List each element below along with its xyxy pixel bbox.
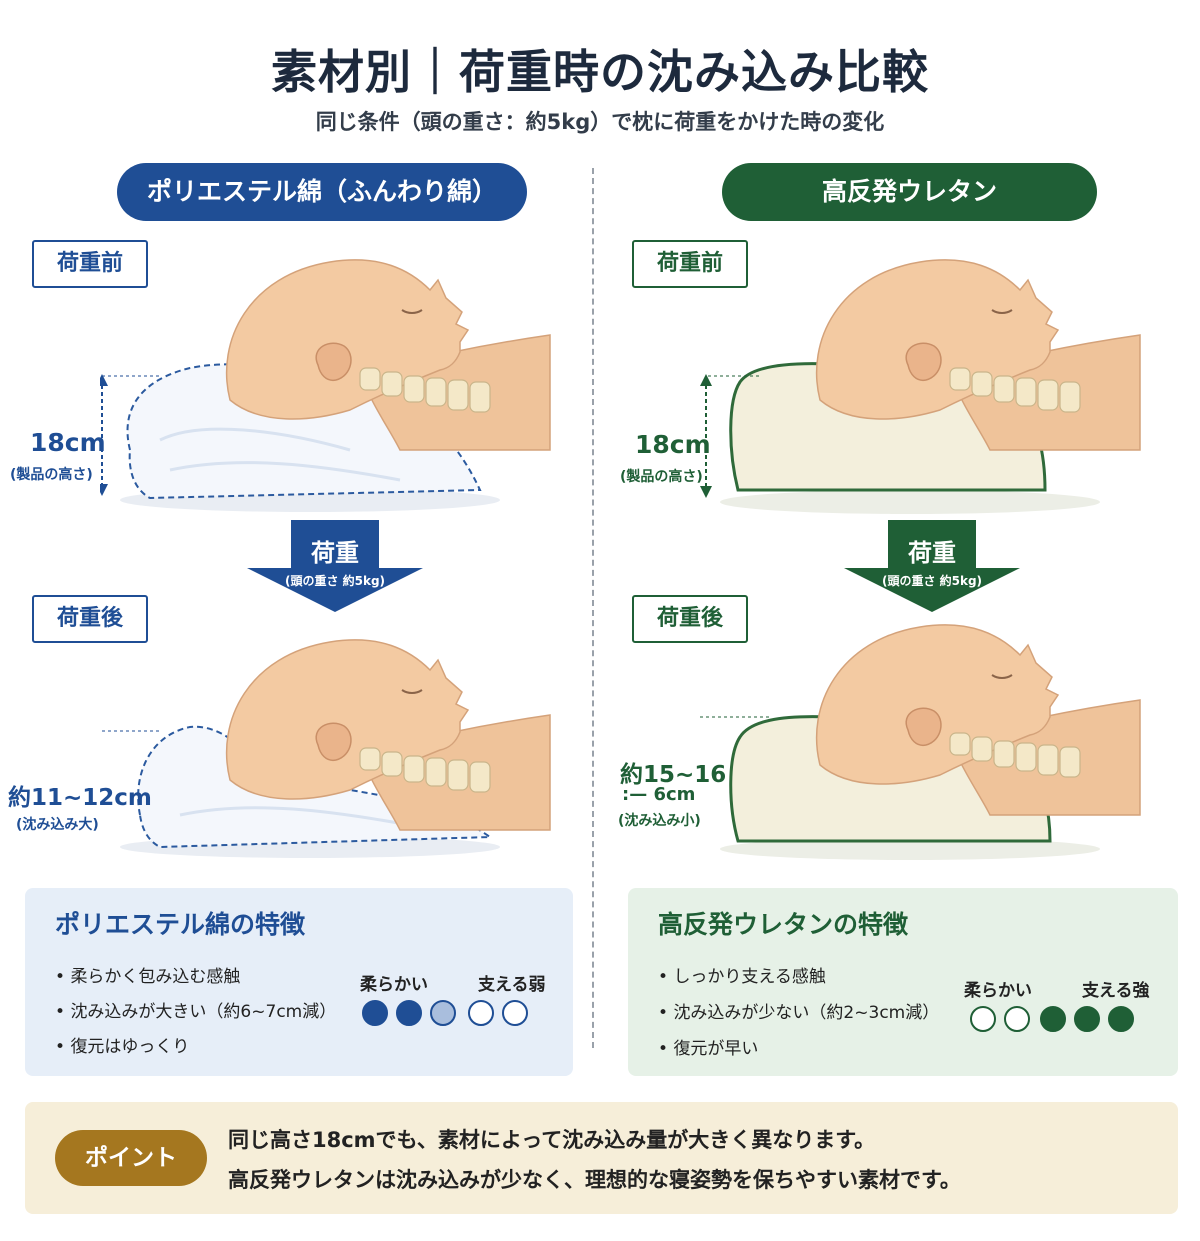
scale-dot-2 (1004, 1006, 1030, 1032)
polyester-bullet-3: 復元はゆっくり (55, 1032, 189, 1057)
center-divider (592, 168, 594, 1048)
polyester-scale-firm: 支える弱 (478, 975, 546, 995)
urethane-after-height: 約15~16 (620, 762, 727, 788)
polyester-arrow-sub: (頭の重さ 約5kg) (284, 574, 386, 588)
page-title: 素材別｜荷重時の沈み込み比較 (271, 45, 929, 99)
point-box (25, 1102, 1178, 1214)
urethane-before-illustration (700, 258, 1141, 514)
urethane-before-height: 18cm (635, 430, 711, 459)
scale-dot-4 (1074, 1006, 1100, 1032)
polyester-after-note: (沈み込み大) (16, 817, 99, 833)
urethane-scale-firm: 支える強 (1082, 981, 1150, 1001)
page-subtitle: 同じ条件（頭の重さ：約5kg）で枕に荷重をかけた時の変化 (315, 110, 885, 134)
urethane-load-arrow (844, 520, 1020, 612)
point-line-1: 同じ高さ18cmでも、素材によって沈み込み量が大きく異なります。 (228, 1128, 876, 1152)
polyester-firmness-scale (362, 1000, 532, 1030)
scale-dot-4 (468, 1000, 494, 1026)
polyester-before-illustration (100, 258, 551, 512)
polyester-bullet-2: 沈み込みが大きい（約6~7cm減） (55, 997, 336, 1022)
scale-dot-5 (1108, 1006, 1134, 1032)
scale-dot-1 (970, 1006, 996, 1032)
polyester-after-height: 約11~12cm (8, 785, 152, 811)
polyester-bullet-1: 柔らかく包み込む感触 (55, 962, 240, 987)
urethane-after-height-2: :— 6cm (622, 784, 696, 805)
urethane-header: 高反発ウレタン (722, 163, 1097, 221)
point-badge: ポイント (55, 1130, 207, 1186)
point-line-2: 高反発ウレタンは沈み込みが少なく、理想的な寝姿勢を保ちやすい素材です。 (228, 1168, 961, 1192)
scale-dot-1 (362, 1000, 388, 1026)
urethane-before-note: (製品の高さ) (620, 469, 703, 485)
polyester-arrow-label: 荷重 (311, 539, 359, 567)
urethane-after-note: (沈み込み小) (618, 813, 701, 829)
urethane-after-illustration (700, 623, 1141, 860)
scale-dot-2 (396, 1000, 422, 1026)
polyester-before-note: (製品の高さ) (10, 467, 93, 483)
polyester-before-tag: 荷重前 (32, 240, 148, 288)
urethane-panel-title: 高反発ウレタンの特徴 (658, 910, 909, 939)
polyester-panel-title: ポリエステル綿の特徴 (55, 910, 306, 939)
urethane-bullet-2: 沈み込みが少ない（約2~3cm減） (658, 998, 939, 1023)
urethane-firmness-scale (970, 1006, 1140, 1036)
urethane-scale-soft: 柔らかい (964, 981, 1032, 1001)
scale-dot-3 (1040, 1006, 1066, 1032)
urethane-arrow-label: 荷重 (908, 539, 956, 567)
polyester-after-tag: 荷重後 (32, 595, 148, 643)
urethane-bullet-3: 復元が早い (658, 1034, 758, 1059)
urethane-after-tag: 荷重後 (632, 595, 748, 643)
polyester-before-height: 18cm (30, 428, 106, 457)
scale-dot-5 (502, 1000, 528, 1026)
scale-dot-3 (430, 1000, 456, 1026)
polyester-after-illustration (100, 638, 551, 858)
polyester-load-arrow (247, 520, 423, 612)
polyester-scale-soft: 柔らかい (360, 975, 428, 995)
urethane-bullet-1: しっかり支える感触 (658, 962, 826, 987)
urethane-arrow-sub: (頭の重さ 約5kg) (881, 574, 983, 588)
urethane-before-tag: 荷重前 (632, 240, 748, 288)
polyester-header: ポリエステル綿（ふんわり綿） (117, 163, 527, 221)
